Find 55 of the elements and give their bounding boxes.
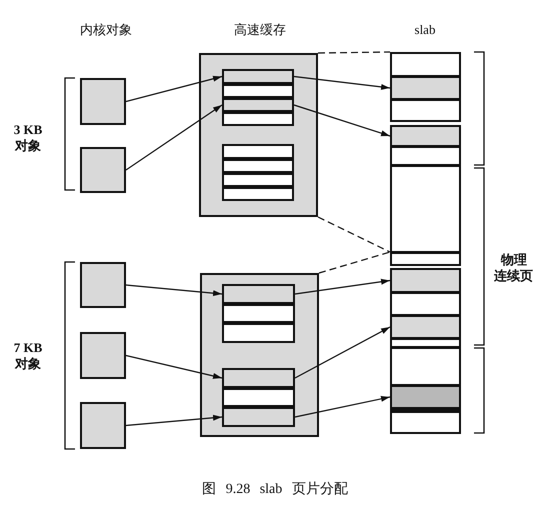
slab-page-segment	[390, 292, 461, 316]
slab-page-segment	[390, 165, 461, 253]
arrow	[294, 104, 390, 137]
cache-object-slot	[222, 112, 294, 126]
kernel-object-box	[80, 147, 126, 193]
slab-page-segment	[390, 125, 461, 147]
slab-page-segment	[390, 146, 461, 166]
arrow	[294, 278, 390, 295]
figure-caption: 图 9.28 slab 页片分配	[201, 482, 349, 498]
cache-object-slot	[222, 187, 294, 201]
slab-page-segment	[390, 76, 461, 100]
cache-object-slot	[222, 388, 295, 407]
kernel-object-box	[80, 78, 126, 125]
arrow	[126, 76, 222, 102]
column-heading: 高速缓存	[233, 22, 287, 38]
slab-page-segment	[390, 315, 461, 339]
slab-page-segment	[390, 411, 461, 434]
cache-object-slot	[222, 304, 295, 323]
kernel-object-box	[80, 332, 126, 379]
arrow	[126, 104, 222, 170]
cache-object-slot	[222, 144, 294, 159]
cache-object-slot	[222, 284, 295, 304]
arrow	[126, 354, 222, 379]
slab-page-segment	[390, 99, 461, 122]
cache-object-slot	[222, 159, 294, 173]
cache-object-slot	[222, 98, 294, 112]
dashed-line	[318, 251, 390, 274]
slab-page-segment	[390, 338, 461, 348]
slab-page-segment	[390, 52, 461, 77]
slab-page-segment	[390, 252, 461, 266]
bracket-label: 物理连续页	[494, 252, 534, 284]
bracket-label: 3 KB 对象	[12, 122, 44, 154]
cache-object-slot	[222, 69, 294, 84]
cache-object-slot	[222, 407, 295, 427]
slab-page-segment	[390, 385, 461, 409]
kernel-object-box	[80, 402, 126, 449]
bracket-label: 7 KB 对象	[12, 340, 44, 372]
arrow	[294, 396, 390, 418]
cache-object-slot	[222, 323, 295, 343]
arrow	[126, 414, 222, 426]
dashed-line	[318, 51, 390, 54]
cache-box	[200, 273, 319, 437]
cache-object-slot	[222, 368, 295, 388]
column-heading: slab	[414, 22, 436, 38]
arrow	[294, 326, 390, 379]
column-heading: 内核对象	[79, 22, 133, 38]
dashed-line	[318, 216, 390, 253]
kernel-object-box	[80, 262, 126, 308]
slab-page-segment	[390, 347, 461, 386]
cache-object-slot	[222, 173, 294, 187]
arrow	[294, 76, 390, 90]
slab-page-segment	[390, 268, 461, 293]
cache-object-slot	[222, 84, 294, 98]
cache-box	[199, 53, 318, 217]
arrow	[126, 284, 222, 296]
